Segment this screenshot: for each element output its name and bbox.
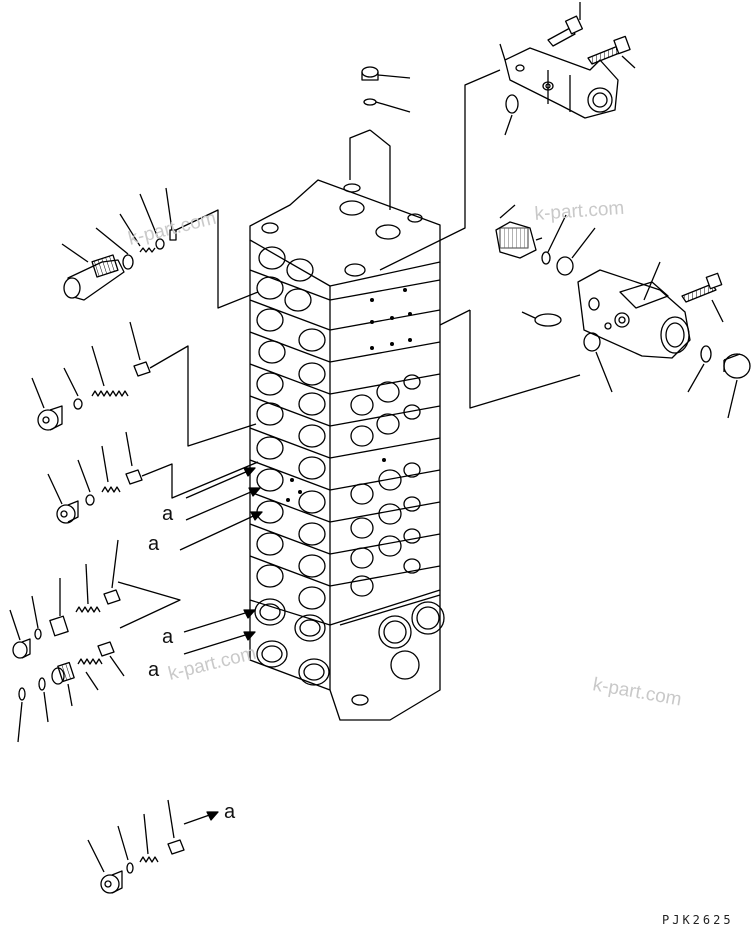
check-o-ring: [521, 311, 562, 327]
pilot-adapter-block: [504, 47, 619, 119]
check-valve-plug-o-ring: [687, 345, 712, 393]
check-valve-plug: [723, 353, 751, 419]
safety-plug-1: [31, 377, 63, 431]
main-relief-spring: [119, 213, 156, 253]
safety-o-ring-2: [77, 459, 95, 506]
check-valve-bolt: [681, 272, 724, 323]
lower-plug-1: [9, 609, 31, 659]
control-valve-body: [249, 179, 445, 721]
lower-spring-2: [77, 658, 103, 691]
safety-guide-line-2: [141, 461, 259, 499]
watermark-2: k-part.com: [534, 198, 625, 225]
lower-guide-line: [117, 581, 181, 629]
watermark-1: k-part.com: [126, 208, 218, 250]
relief-o-ring-small: [541, 214, 567, 265]
lower-spring-1: [75, 563, 101, 613]
lower-o-ring-1: [31, 595, 42, 640]
top-o-ring: [363, 98, 411, 113]
callout-label-a-2: a: [148, 533, 160, 555]
safety-o-ring-1: [63, 367, 83, 410]
lower-poppet-1: [103, 539, 121, 605]
safety-plug-2: [47, 473, 79, 524]
callout-arrows: [179, 467, 263, 825]
main-relief-o-ring: [95, 227, 134, 270]
main-relief-guide-line: [175, 209, 259, 309]
check-o-ring-large: [583, 332, 613, 393]
safety-spring-2: [101, 445, 121, 493]
safety-spring-1: [91, 345, 129, 397]
main-relief-poppet: [139, 193, 165, 250]
top-plug: [361, 66, 411, 81]
bottom-spring: [139, 813, 159, 863]
adapter-bolt-top: [547, 2, 584, 47]
lower-o-ring-2a: [17, 687, 26, 743]
callout-label-a-3: a: [162, 626, 174, 648]
check-valve-block: [577, 261, 691, 359]
lower-seat-2: [51, 661, 75, 707]
top-plug-guide-line: [349, 129, 391, 210]
callout-label-a-1: a: [162, 503, 174, 525]
lower-poppet-2: [97, 641, 125, 677]
safety-poppet-2: [125, 431, 143, 485]
lower-seat-1: [49, 578, 69, 637]
relief-valve-cartridge: [495, 204, 543, 259]
safety-poppet-1: [129, 321, 151, 377]
watermark-3: k-part.com: [166, 643, 258, 685]
callout-label-a-5: a: [224, 801, 236, 823]
safety-guide-line-1: [149, 345, 257, 447]
adapter-bolt-right: [587, 35, 636, 69]
main-relief-plug: [61, 243, 125, 301]
adapter-o-ring: [504, 94, 519, 136]
drawing-code: PJK2625: [662, 913, 734, 927]
main-relief-seat: [165, 187, 177, 241]
relief-o-ring-large: [556, 227, 596, 276]
adapter-guide-line: [379, 69, 501, 271]
callout-label-a-4: a: [148, 659, 160, 681]
watermark-4: k-part.com: [591, 674, 683, 710]
lower-o-ring-2b: [38, 677, 49, 723]
check-valve-guide-line: [469, 310, 581, 409]
bottom-o-ring: [117, 825, 134, 874]
bottom-poppet: [167, 799, 185, 855]
bottom-plug: [87, 839, 123, 894]
